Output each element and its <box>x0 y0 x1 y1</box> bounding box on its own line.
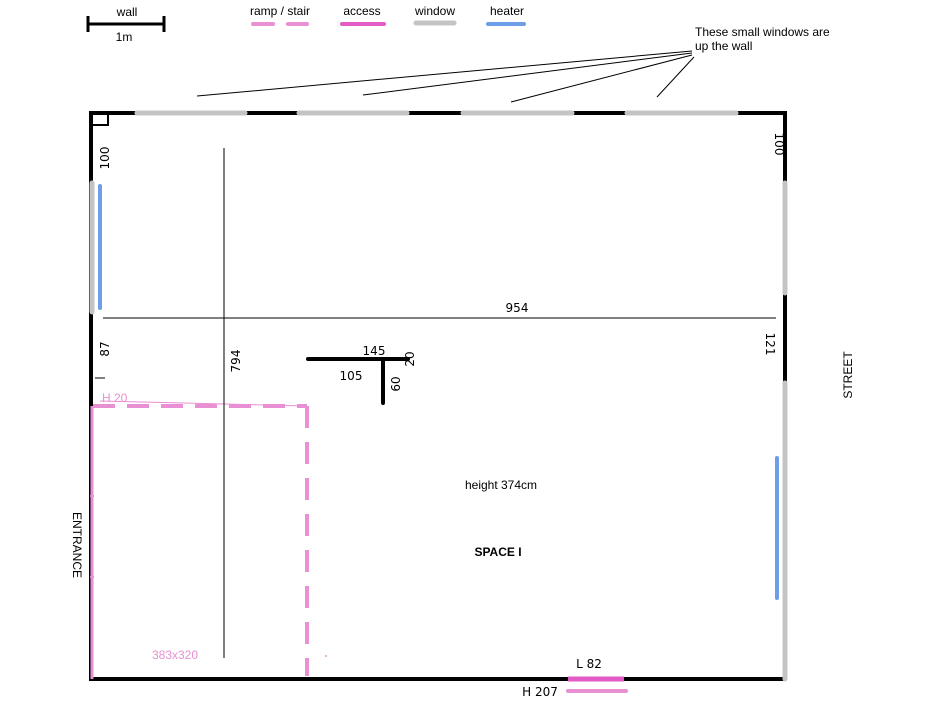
pillar-right-label: 20 <box>403 351 417 366</box>
street-label: STREET <box>841 351 855 399</box>
ramp-entrance-mark-1 <box>90 494 94 498</box>
walls <box>89 111 787 681</box>
pillar-stem-label: 60 <box>389 376 403 391</box>
room-height-label: height 374cm <box>465 478 537 492</box>
ramp-height-leader <box>99 400 306 407</box>
left-mid-label: 87 <box>98 341 112 356</box>
legend-scale-label: 1m <box>116 30 133 44</box>
legend-heater-label: heater <box>490 4 524 18</box>
ramp-dot <box>325 655 327 657</box>
windows <box>89 110 788 682</box>
depth-label: 794 <box>229 350 243 373</box>
heaters <box>98 184 779 600</box>
high-windows-note: These small windows are up the wall <box>196 25 830 103</box>
ramp-size-label: 383x320 <box>152 648 198 662</box>
right-mid-label: 121 <box>763 333 777 356</box>
note-pointer-1 <box>196 50 693 97</box>
legend-ramp-label: ramp / stair <box>250 4 310 18</box>
entrance-label: ENTRANCE <box>70 512 84 578</box>
pillar <box>306 357 410 405</box>
access-length-label: L 82 <box>576 657 602 671</box>
ramp-height-label: H 20 <box>102 391 128 405</box>
legend: wall 1m ramp / stair access window heate… <box>86 4 526 44</box>
ramp-entrance-mark-2 <box>90 575 94 579</box>
legend-wall-label: wall <box>116 5 138 19</box>
pillar-left-label: 105 <box>340 369 363 383</box>
corner-column <box>93 113 109 126</box>
width-label: 954 <box>506 301 529 315</box>
note-pointer-3 <box>510 54 693 103</box>
note-line-2: up the wall <box>695 39 752 53</box>
note-line-1: These small windows are <box>695 25 830 39</box>
dimension-lines <box>95 148 776 658</box>
room-name-label: SPACE I <box>474 545 521 559</box>
left-top-label: 100 <box>98 147 112 170</box>
legend-window-label: window <box>414 4 455 18</box>
pillar-top-label: 145 <box>363 344 386 358</box>
legend-access-label: access <box>343 4 380 18</box>
note-pointer-4 <box>656 56 695 98</box>
ramp-area: H 20 383x320 <box>90 391 327 679</box>
right-top-label: 100 <box>772 133 786 156</box>
access-height-label: H 207 <box>522 685 558 699</box>
note-pointer-2 <box>362 52 693 96</box>
